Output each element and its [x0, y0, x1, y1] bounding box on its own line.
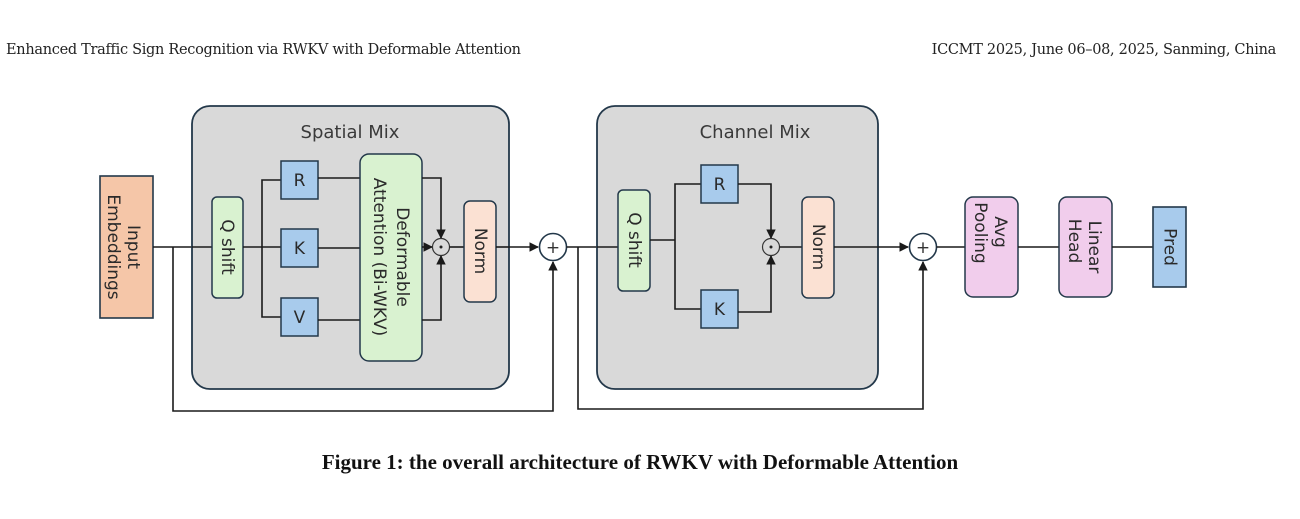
channel-r-label: R [714, 175, 726, 195]
avg-pooling-label-2: Pooling [970, 202, 990, 263]
figure-caption: Figure 1: the overall architecture of RW… [321, 450, 959, 474]
wire-deformable-bottom-to-mul [422, 255, 446, 321]
spatial-mix-title: Spatial Mix [301, 122, 400, 143]
pred-box [1152, 206, 1187, 288]
residual-skip-spatial [172, 247, 558, 412]
wire-r-to-mul [738, 183, 776, 239]
pred-block: Pred [1152, 206, 1187, 288]
channel-add-node: + [908, 232, 938, 262]
channel-mix-title: Channel Mix [700, 122, 811, 143]
add-symbol: + [916, 238, 930, 258]
wire-channel-branch [674, 183, 701, 310]
multiply-dot-icon [769, 245, 773, 249]
input-embeddings-label-2: Embeddings [103, 194, 123, 299]
channel-multiply-node [761, 237, 781, 257]
avg-pooling-label-1: Avg [990, 216, 1010, 248]
spatial-mix-block: Spatial Mix Q shift R K V Deformable Att… [191, 105, 510, 390]
pred-label: Pred [1160, 228, 1180, 266]
wire-qshift-branch [261, 179, 281, 318]
deformable-attention-label-2: Attention (Bi-WKV) [369, 178, 389, 337]
spatial-norm-label: Norm [470, 228, 490, 274]
channel-q-shift-label: Q shift [624, 212, 644, 268]
deformable-attention-label-1: Deformable [392, 207, 412, 307]
spatial-add-node: + [538, 232, 568, 262]
add-symbol: + [546, 238, 560, 258]
linear-head-label-1: Linear [1084, 221, 1104, 274]
running-head-title: Enhanced Traffic Sign Recognition via RW… [6, 42, 521, 58]
channel-norm-label: Norm [808, 224, 828, 270]
linear-head-block: Linear Head [1058, 196, 1113, 298]
channel-r-box [700, 164, 739, 204]
avg-pooling-block: Avg Pooling [964, 196, 1019, 298]
spatial-multiply-node [431, 237, 451, 257]
spatial-v-box [280, 297, 319, 337]
spatial-r-label: R [294, 171, 306, 191]
channel-k-box [700, 289, 739, 329]
deformable-attention-box [359, 153, 423, 362]
channel-k-label: K [714, 300, 726, 320]
input-embeddings-block: Input Embeddings [99, 175, 154, 319]
running-head-venue: ICCMT 2025, June 06–08, 2025, Sanming, C… [931, 42, 1277, 58]
input-embeddings-label-1: Input [123, 225, 143, 269]
spatial-q-shift-label: Q shift [217, 219, 237, 275]
spatial-k-label: K [294, 239, 306, 259]
linear-head-label-2: Head [1064, 219, 1084, 263]
spatial-norm-box [463, 200, 497, 303]
channel-mix-block: Channel Mix Q shift R K Norm [596, 105, 879, 390]
spatial-k-box [280, 228, 319, 268]
spatial-r-box [280, 160, 319, 200]
input-embeddings-box [99, 175, 154, 319]
residual-skip-channel [577, 247, 928, 410]
spatial-v-label: V [294, 308, 306, 328]
multiply-dot-icon [439, 245, 443, 249]
wire-deformable-top-to-mul [422, 177, 446, 239]
wire-k-to-mul [738, 255, 776, 313]
